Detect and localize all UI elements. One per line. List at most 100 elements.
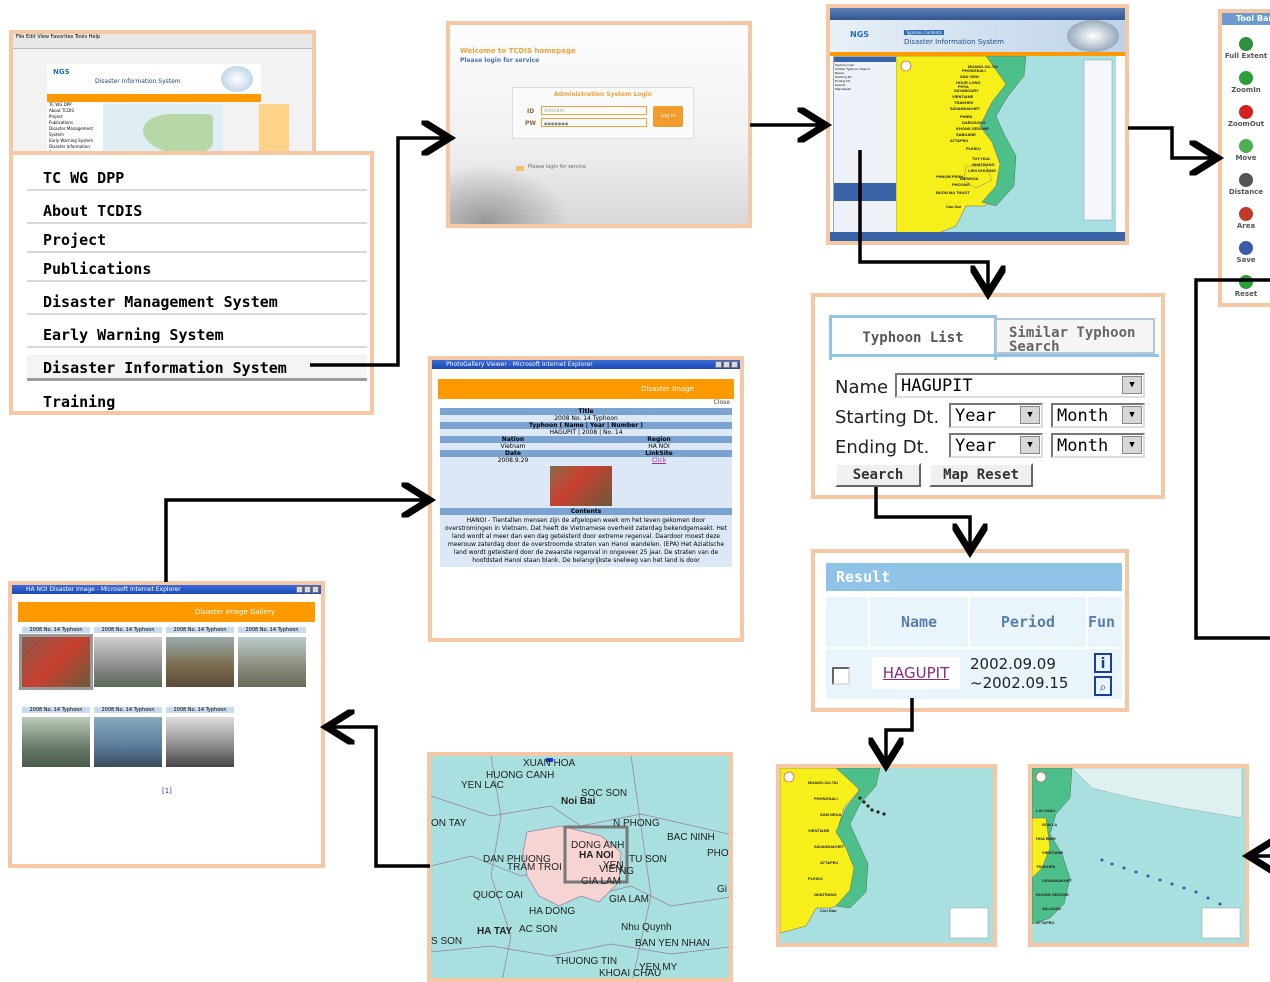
tool-save-button[interactable]: Save: [1222, 241, 1270, 264]
gallery-thumbnail[interactable]: [22, 717, 90, 767]
track-left-place-label: PHONGSALI: [814, 796, 838, 801]
tool-reset-button[interactable]: Reset: [1222, 275, 1270, 298]
thumb-link[interactable]: About TCDIS: [49, 108, 74, 113]
gallery-thumbnail[interactable]: [19, 634, 93, 690]
track-left-place-label: SAVANNAKHET: [814, 844, 845, 849]
tool-zoomin-button[interactable]: ZoomIn: [1222, 71, 1270, 94]
gallery-item[interactable]: 2008 No. 14 Typhoon: [166, 627, 234, 687]
tool-label: ZoomIn: [1231, 86, 1261, 94]
nation-value: Vietnam: [500, 443, 526, 450]
app-map-place-label: PHIEN: [960, 114, 973, 119]
name-select[interactable]: HAGUPIT▼: [895, 373, 1145, 398]
hanoi-map-svg: [431, 756, 729, 978]
maximize-icon[interactable]: [723, 361, 730, 368]
tool-label: Distance: [1228, 188, 1264, 196]
track-map-left-svg: [780, 768, 989, 939]
thumb-link[interactable]: Project: [49, 114, 63, 119]
site-right-column: [259, 104, 289, 151]
app-sidebar-tab[interactable]: Similar Typhoon Search: [835, 67, 871, 71]
gallery-pager[interactable]: [1]: [162, 787, 172, 795]
start-month-select[interactable]: Month▼: [1051, 403, 1145, 428]
flood-photo[interactable]: [550, 466, 612, 506]
password-input[interactable]: ●●●●●●●: [541, 118, 647, 127]
app-sidebar-button[interactable]: Search: [835, 83, 846, 87]
minimize-icon[interactable]: [715, 361, 722, 368]
login-button[interactable]: Log in: [653, 106, 683, 127]
maximize-icon[interactable]: [304, 586, 311, 593]
menu-item-training[interactable]: Training: [27, 389, 367, 411]
search-button[interactable]: Search: [835, 463, 921, 487]
menu-item-early-warning-system[interactable]: Early Warning System: [27, 322, 367, 348]
app-sidebar-field: Ending Dt.: [835, 79, 851, 83]
app-sidebar-tab[interactable]: Typhoon List: [835, 63, 854, 67]
move-icon: [1239, 139, 1253, 153]
hanoi-place-label: AC SON: [519, 924, 558, 935]
thumb-link[interactable]: Disaster Information System: [49, 144, 90, 151]
thumb-link[interactable]: Publications: [49, 120, 74, 125]
menu-item-disaster-information-system[interactable]: Disaster Information System: [27, 355, 367, 381]
tool-full-extent-button[interactable]: Full Extent: [1222, 37, 1270, 60]
hanoi-place-label: GIA LAM: [609, 894, 650, 905]
gallery-item[interactable]: 2008 No. 14 Typhoon: [22, 707, 90, 767]
starting-date-label: Starting Dt.: [835, 407, 940, 428]
info-icon[interactable]: i: [1094, 653, 1112, 673]
gallery-item[interactable]: 2008 No. 14 Typhoon: [94, 707, 162, 767]
hanoi-place-label: HA DONG: [529, 906, 576, 917]
menu-item-project[interactable]: Project: [27, 227, 367, 253]
linksite-link[interactable]: Click: [651, 457, 667, 464]
app-map-place-label: SABUANE: [956, 132, 976, 137]
start-year-select[interactable]: Year▼: [949, 403, 1043, 428]
magnifier-icon[interactable]: ⌕: [1094, 676, 1112, 696]
gallery-thumbnail[interactable]: [166, 637, 234, 687]
menu-item-about-tcdis[interactable]: About TCDIS: [27, 198, 367, 224]
tool-distance-button[interactable]: Distance: [1222, 173, 1270, 196]
map-reset-button[interactable]: Map Reset: [929, 463, 1033, 487]
menu-item-disaster-management-system[interactable]: Disaster Management System: [27, 289, 367, 315]
close-icon[interactable]: [312, 586, 319, 593]
app-sidebar-button[interactable]: Map Reset: [835, 87, 851, 91]
app-map-place-label: KHONG SEDONE: [956, 126, 989, 131]
close-icon[interactable]: [731, 361, 738, 368]
app-map-place-label: TUY HOA: [972, 156, 990, 161]
tab-typhoon-list[interactable]: Typhoon List: [829, 315, 997, 360]
login-subtitle: Please login for service: [460, 57, 540, 64]
gallery-thumbnail[interactable]: [166, 717, 234, 767]
hanoi-place-label: VIEN: [599, 864, 623, 875]
track-right-place-label: HOA BINH: [1036, 836, 1056, 841]
photo-viewer-close-link[interactable]: Close: [713, 399, 730, 406]
thumb-link[interactable]: Early Warning System: [49, 138, 94, 143]
login-welcome: Welcome to TCDIS homepage: [460, 47, 576, 55]
gallery-thumbnail[interactable]: [94, 717, 162, 767]
thumb-link[interactable]: TC WG DPP: [49, 102, 72, 107]
gallery-thumbnail[interactable]: [94, 637, 162, 687]
app-sidebar-field: Name: [835, 71, 844, 75]
tab-similar-typhoon-search[interactable]: Similar Typhoon Search: [995, 318, 1155, 354]
app-map-place-label: SAYABOURY: [954, 88, 979, 93]
tool-zoomout-button[interactable]: ZoomOut: [1222, 105, 1270, 128]
gallery-item[interactable]: 2008 No. 14 Typhoon: [238, 627, 306, 687]
browser-toolbar: File Edit View Favorites Tools Help: [13, 34, 312, 49]
gallery-thumbnail[interactable]: [238, 637, 306, 687]
gallery-item[interactable]: 2008 No. 14 Typhoon: [94, 627, 162, 687]
end-year-select[interactable]: Year▼: [949, 433, 1043, 458]
menu-item-publications[interactable]: Publications: [27, 256, 367, 282]
photo-viewer-panel: PhotoGallery Viewer - Microsoft Internet…: [428, 356, 744, 642]
typhoon-name-link[interactable]: HAGUPIT: [872, 657, 960, 689]
hanoi-place-label: SOC SON: [581, 788, 628, 799]
menu-item-tc-wg-dpp[interactable]: TC WG DPP: [27, 165, 367, 191]
gallery-item[interactable]: 2008 No. 14 Typhoon: [166, 707, 234, 767]
end-month-select[interactable]: Month▼: [1051, 433, 1145, 458]
row-checkbox[interactable]: [832, 667, 850, 685]
gallery-item[interactable]: 2008 No. 14 Typhoon: [19, 627, 93, 690]
area-icon: [1239, 207, 1253, 221]
id-input[interactable]: vietnam: [541, 106, 647, 115]
column-header-name: Name: [868, 597, 968, 647]
minimize-icon[interactable]: [296, 586, 303, 593]
thumb-link[interactable]: Disaster Management System: [49, 126, 94, 137]
tool-area-button[interactable]: Area: [1222, 207, 1270, 230]
tool-move-button[interactable]: Move: [1222, 139, 1270, 162]
distance-icon: [1239, 173, 1253, 187]
